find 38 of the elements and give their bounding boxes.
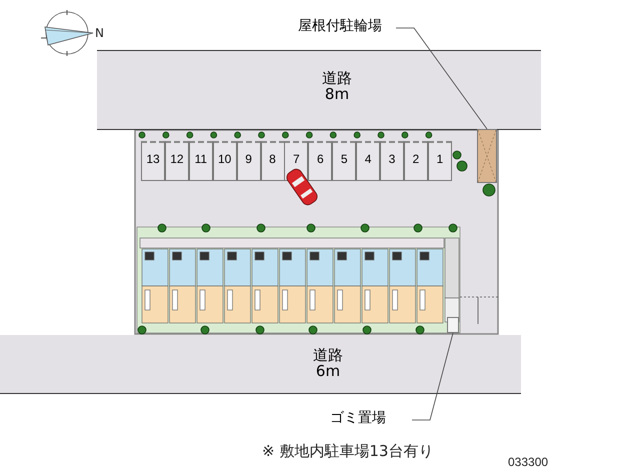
- space-number: 5: [340, 152, 349, 166]
- space-number: 8: [268, 152, 277, 166]
- road-band: [0, 335, 521, 394]
- space-number: 3: [388, 152, 396, 166]
- compass-north-label: N: [95, 26, 104, 40]
- parking-space: [141, 141, 165, 181]
- garbage-area: [447, 317, 459, 333]
- parking-space: [188, 141, 213, 181]
- space-number: 1: [435, 152, 444, 166]
- note-text: ※ 敷地内駐車場13台有り: [262, 442, 434, 461]
- leader-line: [396, 28, 488, 130]
- drawing-number: 033300: [508, 455, 548, 469]
- parking-space: [308, 141, 332, 181]
- callout-label: 屋根付駐輪場: [298, 17, 382, 35]
- parking-space: [236, 141, 261, 181]
- space-number: 10: [217, 152, 232, 166]
- parking-space: [260, 141, 284, 181]
- leader-line: [412, 332, 454, 420]
- bicycle-shelter: [477, 129, 497, 183]
- space-number: 9: [244, 152, 253, 166]
- space-number: 2: [412, 152, 420, 166]
- space-number: 12: [169, 152, 185, 166]
- callout-label: ゴミ置場: [330, 409, 386, 427]
- space-number: 11: [194, 152, 208, 166]
- space-number: 4: [364, 152, 372, 166]
- parking-space: [428, 141, 452, 181]
- parking-space: [164, 141, 189, 181]
- parking-space: [380, 141, 404, 181]
- parking-space: [404, 141, 428, 181]
- space-number: 13: [145, 152, 161, 166]
- road-label: 道路 6m: [312, 347, 344, 379]
- parking-space: [212, 141, 237, 181]
- parking-space: [356, 141, 380, 181]
- space-number: 7: [292, 152, 301, 166]
- road-label: 道路 8m: [321, 70, 353, 102]
- road-band: [97, 50, 541, 130]
- space-number: 6: [316, 152, 325, 166]
- parking-space: [332, 141, 356, 181]
